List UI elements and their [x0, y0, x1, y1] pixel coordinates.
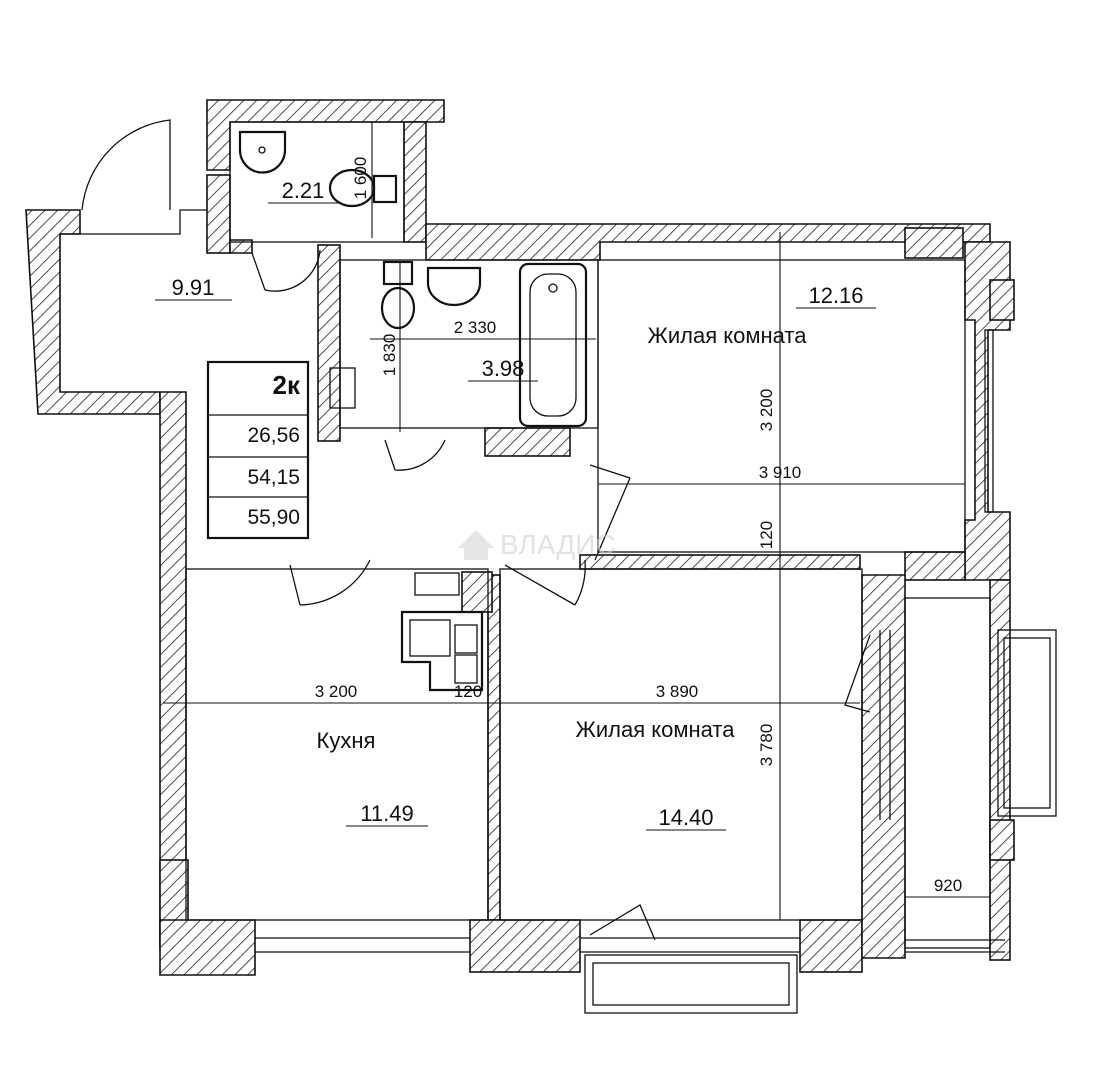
door-bath — [384, 439, 446, 471]
walls — [25, 99, 1015, 976]
loggia-left-area: 9.91 — [172, 275, 215, 300]
wc-area: 2.21 — [282, 178, 325, 203]
wall-top-corner — [904, 227, 964, 259]
watermark: ВЛАДИС — [458, 529, 616, 560]
wall-mid-corner — [904, 551, 966, 581]
dim-bath-height: 1 830 — [380, 334, 399, 377]
dim-bath-width: 2 330 — [454, 318, 497, 337]
door-balcony-right — [844, 634, 871, 713]
dim-bedroom-height: 3 200 — [757, 389, 776, 432]
wall-wc-left — [206, 174, 231, 254]
sink-wc-icon — [238, 130, 287, 174]
living-area-total: 26,56 — [247, 424, 300, 447]
wall-bottom-seg3 — [799, 919, 863, 973]
appliance-icon — [414, 572, 460, 596]
door-kitchen — [289, 559, 371, 606]
bedroom-name: Жилая комната — [648, 323, 808, 348]
toilet-wc-icon — [328, 168, 398, 208]
wall-loggia-left — [25, 209, 161, 415]
total-area: 54,15 — [247, 466, 300, 489]
wall-right-column — [861, 574, 906, 959]
summary-box: 2к 26,56 54,15 55,90 — [206, 360, 310, 540]
door-living — [504, 559, 586, 606]
kitchen-name: Кухня — [317, 728, 376, 753]
living-area: 14.40 — [658, 805, 713, 830]
shelf-icon — [329, 367, 356, 409]
bath-area: 3.98 — [482, 356, 525, 381]
door-wc — [251, 249, 321, 292]
area-underlines — [155, 202, 876, 831]
wall-partition — [487, 574, 501, 921]
dim-partition: 120 — [454, 682, 482, 701]
dim-living-width: 3 890 — [656, 682, 699, 701]
dimension-lines — [163, 122, 990, 920]
dim-kitchen-width: 3 200 — [315, 682, 358, 701]
total-area-with-balcony: 55,90 — [247, 506, 300, 529]
bedroom-area: 12.16 — [808, 283, 863, 308]
wall-right-stub2 — [989, 819, 1015, 861]
dim-wall-thickness: 120 — [757, 521, 776, 549]
sink-bath-icon — [426, 266, 482, 307]
fixtures — [238, 130, 588, 692]
bathtub-icon — [518, 262, 588, 428]
wall-mid-right — [579, 554, 861, 570]
wall-right-stub1 — [989, 279, 1015, 321]
wall-bath-bottom — [484, 427, 571, 457]
room-labels: 9.91 2.21 3.98 12.16 Жилая комната Кухня… — [172, 178, 864, 830]
dim-balcony-width: 920 — [934, 876, 962, 895]
watermark-text: ВЛАДИС — [500, 529, 616, 560]
wall-bottom-seg2 — [469, 919, 581, 973]
door-bedroom — [589, 464, 631, 561]
flat-type: 2к — [273, 370, 301, 400]
dim-bedroom-width: 3 910 — [759, 463, 802, 482]
wall-kitchen-block — [461, 571, 493, 613]
kitchen-area: 11.49 — [360, 801, 413, 826]
dim-wc-height: 1 600 — [351, 157, 370, 200]
toilet-bath-icon — [380, 260, 416, 330]
kitchen-sink-icon — [400, 610, 484, 692]
door-loggia — [81, 119, 171, 211]
wall-bath-left — [317, 244, 341, 442]
living-name: Жилая комната — [576, 717, 736, 742]
room-outlines — [60, 121, 1057, 1014]
doors — [81, 119, 871, 941]
dim-living-height: 3 780 — [757, 724, 776, 767]
wall-wc-right — [403, 121, 427, 243]
wall-balcony-right — [989, 579, 1011, 961]
dimension-labels: 2 330 1 830 1 600 3 200 3 910 120 3 200 … — [315, 157, 962, 895]
wall-bottom-left — [159, 919, 256, 976]
house-icon — [458, 530, 494, 560]
door-balcony-bottom — [589, 904, 656, 941]
